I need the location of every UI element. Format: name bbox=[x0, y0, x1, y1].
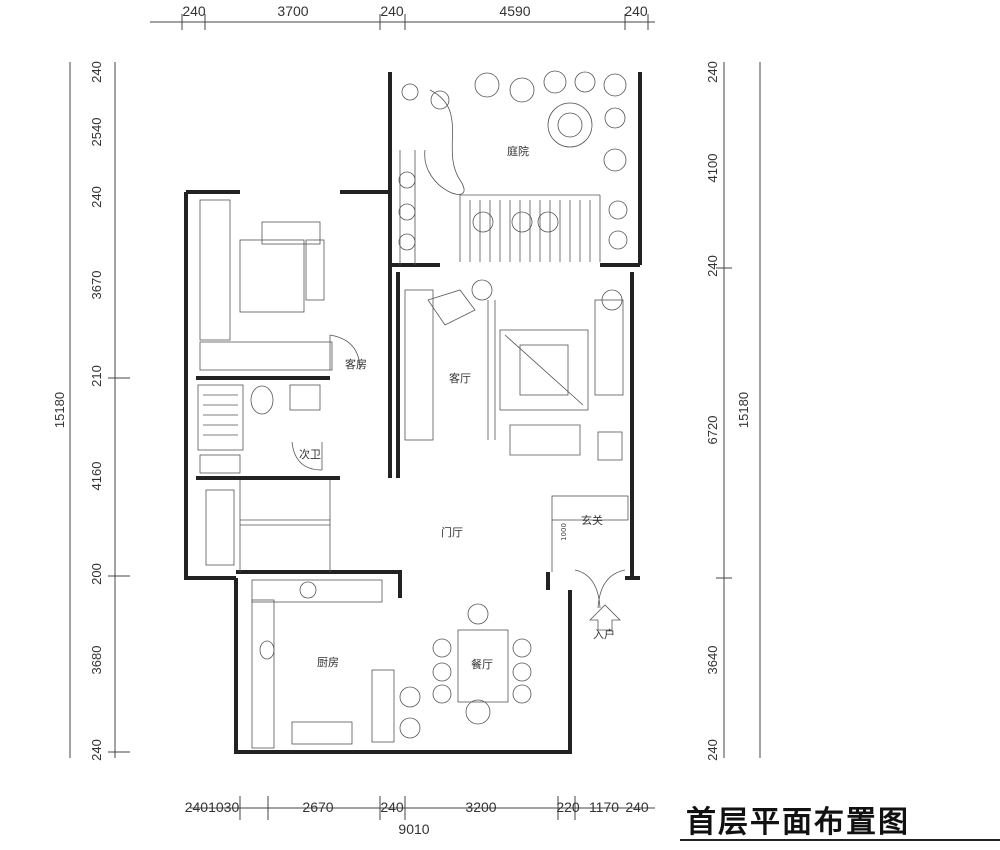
right-dim-1: 240 bbox=[705, 61, 720, 83]
room-label-hall: 门厅 bbox=[441, 525, 463, 539]
room-label-kitchen: 厨房 bbox=[317, 656, 339, 669]
bottom-dim-2: 2670 bbox=[302, 799, 333, 815]
left-dim-total: 15180 bbox=[52, 392, 67, 428]
left-dim-9: 240 bbox=[89, 739, 104, 761]
right-dim-2: 4100 bbox=[705, 154, 720, 183]
bottom-dim-7: 240 bbox=[625, 799, 649, 815]
right-dim-total: 15180 bbox=[736, 392, 751, 428]
bottom-dim-5: 220 bbox=[556, 799, 580, 815]
entry-cabinet-mark: 1000 bbox=[560, 523, 568, 541]
top-dim-1: 240 bbox=[182, 3, 206, 19]
left-dim-8: 3680 bbox=[89, 646, 104, 675]
right-dim-5: 3640 bbox=[705, 646, 720, 675]
garden-planting bbox=[398, 70, 628, 265]
bottom-dim-6: 1170 bbox=[589, 799, 619, 815]
bottom-dim-3: 240 bbox=[380, 799, 404, 815]
kitchen-furniture bbox=[251, 579, 421, 749]
left-dim-2: 2540 bbox=[89, 118, 104, 147]
room-label-living-room: 客厅 bbox=[449, 371, 471, 385]
left-dim-7: 200 bbox=[89, 563, 104, 585]
left-dimension: 240 2540 240 3670 210 4160 200 3680 240 … bbox=[52, 61, 130, 761]
room-labels: 庭院 客房 客厅 次卫 门厅 玄关 入户 厨房 餐厅 1000 bbox=[299, 144, 615, 671]
living-room-furniture bbox=[404, 279, 624, 461]
left-dim-1: 240 bbox=[89, 61, 104, 83]
top-dim-4: 4590 bbox=[499, 3, 530, 19]
top-dimension: 240 3700 240 4590 240 bbox=[150, 3, 655, 30]
room-label-entrance: 入户 bbox=[593, 627, 615, 641]
top-dim-2: 3700 bbox=[277, 3, 308, 19]
drawing-title: 首层平面布置图 bbox=[680, 805, 1000, 841]
room-label-garden: 庭院 bbox=[507, 144, 529, 158]
room-label-guest-bedroom: 客房 bbox=[345, 357, 367, 371]
right-dim-6: 240 bbox=[705, 739, 720, 761]
bottom-dim-4: 3200 bbox=[465, 799, 496, 815]
dining-furniture bbox=[432, 603, 532, 725]
page-title: 首层平面布置图 bbox=[686, 805, 910, 840]
room-label-dining: 餐厅 bbox=[471, 657, 493, 671]
bottom-dimension: 2401030 2670 240 3200 220 1170 240 9010 bbox=[185, 796, 655, 837]
left-dim-5: 210 bbox=[89, 365, 104, 387]
bedroom-furniture bbox=[199, 199, 361, 371]
right-dimension: 240 4100 240 6720 3640 240 15180 bbox=[705, 61, 761, 761]
walls bbox=[184, 72, 642, 754]
room-label-second-bathroom: 次卫 bbox=[299, 447, 321, 461]
left-dim-4: 3670 bbox=[89, 271, 104, 300]
right-dim-3: 240 bbox=[705, 255, 720, 277]
left-dim-6: 4160 bbox=[89, 462, 104, 491]
left-dim-3: 240 bbox=[89, 186, 104, 208]
bottom-dim-1: 2401030 bbox=[185, 799, 240, 815]
entry-furniture bbox=[551, 495, 629, 631]
bottom-dim-total: 9010 bbox=[398, 821, 429, 837]
bathroom-fixtures bbox=[197, 384, 331, 572]
room-label-entry: 玄关 bbox=[581, 513, 603, 527]
top-dim-5: 240 bbox=[624, 3, 648, 19]
top-dim-3: 240 bbox=[380, 3, 404, 19]
right-dim-4: 6720 bbox=[705, 416, 720, 445]
